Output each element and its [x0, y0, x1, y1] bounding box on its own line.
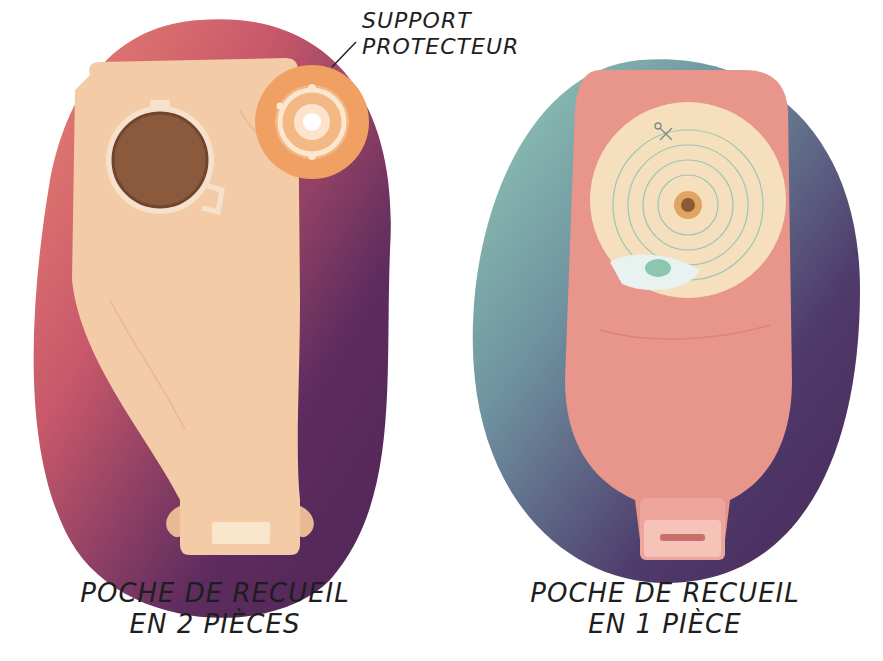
pouch-outlet [640, 498, 725, 560]
scissors-icon [655, 123, 672, 140]
background-blob [473, 59, 860, 583]
leader-line [332, 42, 356, 67]
skin-barrier [255, 65, 369, 179]
cut-guide [628, 145, 748, 265]
stoma-opening-ring [674, 191, 702, 219]
flange-ring [106, 106, 214, 214]
barrier-flange [280, 90, 344, 154]
outlet-slot [660, 534, 705, 541]
pouch-tab [298, 505, 314, 537]
pouch-body [565, 70, 792, 540]
barrier-inner [294, 104, 330, 140]
stoma-opening [681, 198, 695, 212]
outlet-label [212, 522, 270, 544]
barrier-hole [303, 113, 321, 131]
pouch-tab [166, 505, 182, 537]
barrier-dot [308, 152, 316, 160]
background-blob [34, 19, 391, 618]
barrier-ring [275, 85, 349, 159]
barrier-dot [308, 84, 316, 92]
caption-label: POCHE DE RECUEIL EN 1 PIÈCE [515, 578, 815, 640]
cut-guide [643, 160, 733, 250]
pouch-crease [600, 325, 770, 339]
flange-shade [113, 113, 207, 207]
peel-liner [610, 254, 700, 290]
barrier-dot [277, 103, 284, 110]
flange-opening [113, 113, 207, 207]
wafer-disk [590, 102, 786, 298]
caption-label: POCHE DE RECUEIL EN 2 PIÈCES [65, 578, 365, 640]
outlet-band [644, 520, 721, 557]
callout-label: SUPPORT PROTECTEUR [362, 8, 537, 61]
peel-tab [645, 259, 671, 277]
pouch-crease [110, 110, 280, 430]
barrier-outer [255, 65, 369, 179]
one-piece-pouch [565, 70, 792, 560]
cut-guide [658, 175, 718, 235]
